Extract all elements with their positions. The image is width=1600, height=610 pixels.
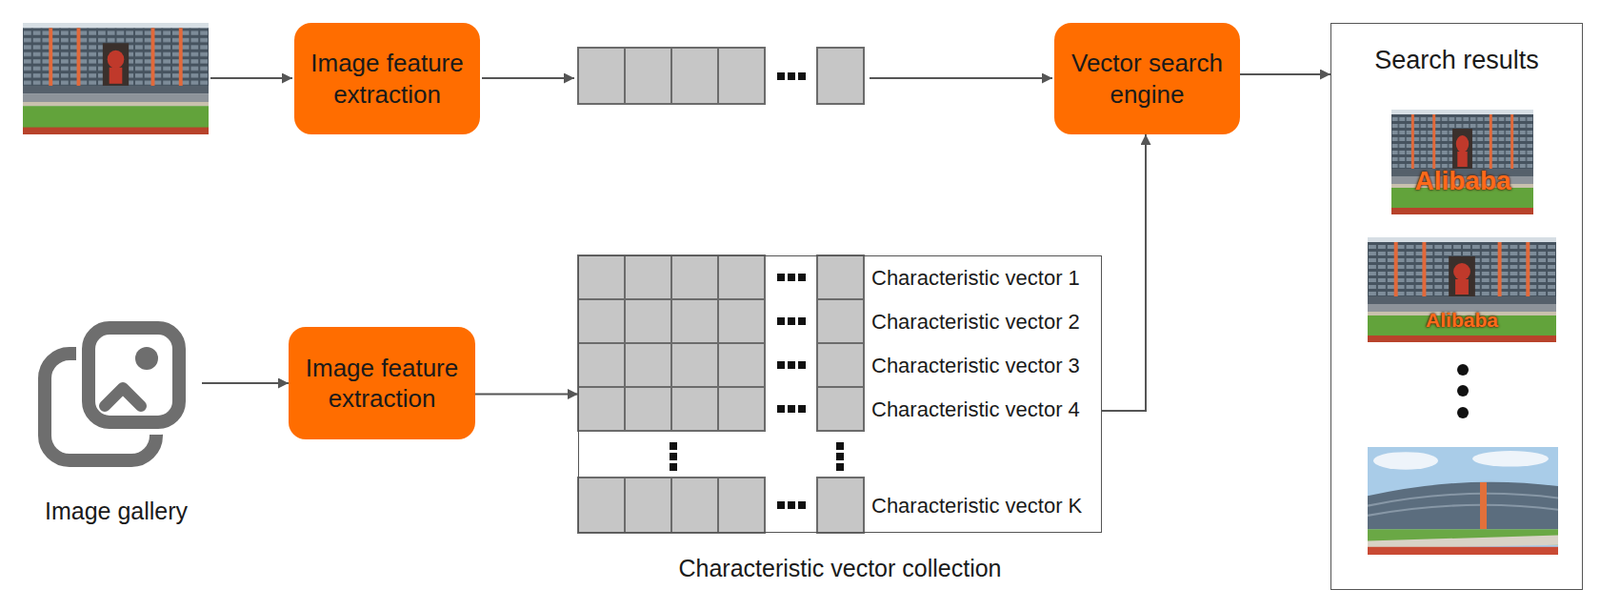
process-box: Image feature extraction <box>294 22 480 135</box>
ellipsis-dots <box>1457 363 1469 419</box>
gallery-icon <box>44 315 192 460</box>
flow-connector <box>1101 134 1146 411</box>
results-panel: Search results <box>1330 22 1583 590</box>
process-box: Image feature extraction <box>288 326 476 440</box>
vector-collection: Characteristic vector collectionCharacte… <box>578 255 1102 533</box>
result-thumbnail <box>1367 237 1557 342</box>
gallery-node: Image gallery <box>30 320 202 526</box>
node-text: Search results <box>1331 44 1582 76</box>
flow-arrow <box>210 77 293 80</box>
node-text: Vector search engine <box>1063 47 1231 110</box>
flow-arrow <box>869 77 1053 80</box>
flow-connector <box>475 393 579 396</box>
vector-matrix <box>578 255 864 533</box>
result-thumbnail <box>1367 446 1559 555</box>
flow-connector <box>1240 73 1331 76</box>
vector-label: Characteristic vector 2 <box>871 309 1080 335</box>
vector-label: Characteristic vector 1 <box>871 265 1080 291</box>
vector-label: Characteristic vector 3 <box>871 353 1080 379</box>
vector-label: Characteristic vector 4 <box>871 397 1080 422</box>
result-thumbnail <box>1391 109 1534 215</box>
flow-connector <box>201 381 289 384</box>
vector-label: Characteristic vector K <box>871 493 1082 519</box>
query-photo <box>22 22 209 135</box>
node-text: Characteristic vector collection <box>579 553 1101 582</box>
logo-text: Alibaba <box>1414 166 1511 197</box>
process-box: Vector search engine <box>1054 22 1240 135</box>
node-text: Image feature extraction <box>303 47 471 110</box>
query-vector <box>578 47 864 104</box>
logo-text: Alibaba <box>1425 308 1499 331</box>
node-text: Image gallery <box>30 496 202 525</box>
node-text: Image feature extraction <box>298 352 466 415</box>
flow-arrow <box>481 77 575 80</box>
